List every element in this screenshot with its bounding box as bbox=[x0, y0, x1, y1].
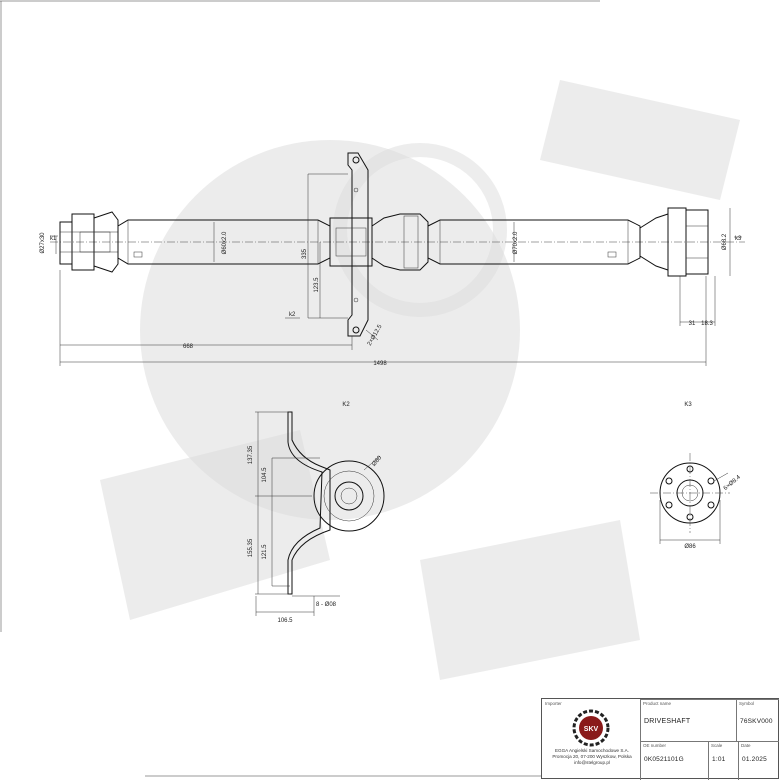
dim-bearing-137: 137.35 bbox=[248, 445, 254, 464]
dim-k3: k3 bbox=[735, 236, 742, 242]
dim-bearing-121: 121.5 bbox=[262, 544, 268, 560]
importer-address: EGGA Angielski Samochodowe S.A. Promocja… bbox=[552, 748, 632, 765]
importer-cell: Importer SKV EGGA Angielski Samochodowe … bbox=[542, 699, 640, 780]
importer-caption: Importer bbox=[545, 701, 562, 706]
dim-height-335: 335 bbox=[302, 248, 308, 259]
dim-flange-holes: 6×Ø8.4 bbox=[723, 474, 743, 492]
dim-right-diameter: Ø68.2 bbox=[722, 233, 728, 250]
dim-k1: k1 bbox=[50, 236, 57, 242]
dim-length-668: 668 bbox=[183, 344, 194, 350]
dim-bearing-106: 106.5 bbox=[277, 618, 293, 624]
date-caption: Date bbox=[741, 743, 751, 748]
view-k3-label: K3 bbox=[684, 402, 692, 408]
dim-tube1-diameter: Ø60x2.0 bbox=[222, 231, 228, 254]
logo-text: SKV bbox=[584, 726, 599, 733]
product-name-caption: Product name bbox=[643, 701, 672, 706]
oe-number: 0K0521101G bbox=[644, 756, 684, 763]
scale-caption: Scale bbox=[711, 743, 723, 748]
dim-k2: k2 bbox=[289, 312, 296, 318]
date-value: 01.2025 bbox=[742, 756, 767, 763]
scale-value: 1:01 bbox=[712, 756, 726, 763]
watermark-logo bbox=[100, 80, 740, 680]
left-cv-joint bbox=[59, 211, 119, 273]
scale-cell: Scale 1:01 bbox=[708, 741, 738, 780]
dim-length-1498: 1498 bbox=[373, 361, 387, 367]
company-logo: SKV bbox=[572, 709, 610, 747]
dim-tube2-diameter: Ø70x2.0 bbox=[513, 231, 519, 254]
dim-right-31: 31 bbox=[689, 321, 696, 327]
dim-bearing-8x: 8 - Ø08 bbox=[316, 602, 337, 608]
symbol-caption: Symbol bbox=[739, 701, 755, 706]
dim-right-18: 18.3 bbox=[701, 321, 713, 327]
right-flange-joint bbox=[639, 207, 709, 277]
k3-flange-view bbox=[650, 453, 730, 544]
dim-bearing-104: 104.5 bbox=[262, 467, 268, 483]
main-dimension-lines bbox=[50, 173, 742, 366]
oe-number-cell: OE number 0K0521101G bbox=[640, 741, 708, 780]
dim-height-123: 123.5 bbox=[314, 277, 320, 293]
rear-tube bbox=[427, 219, 641, 265]
middle-joint bbox=[371, 213, 429, 271]
product-name: DRIVESHAFT bbox=[644, 718, 691, 725]
k2-bearing-view bbox=[255, 411, 385, 616]
dim-flange-86: Ø86 bbox=[684, 544, 696, 550]
symbol-cell: Symbol 76SKV000 bbox=[736, 699, 779, 741]
date-cell: Date 01.2025 bbox=[738, 741, 779, 780]
dim-left-diameter: Ø27x30 bbox=[40, 232, 46, 254]
view-k2-label: K2 bbox=[342, 402, 350, 408]
product-name-cell: Product name DRIVESHAFT bbox=[640, 699, 736, 741]
oe-number-caption: OE number bbox=[643, 743, 667, 748]
title-block: Importer SKV EGGA Angielski Samochodowe … bbox=[541, 698, 779, 780]
dim-bearing-155: 155.35 bbox=[248, 538, 254, 557]
symbol-value: 76SKV000 bbox=[740, 718, 773, 725]
